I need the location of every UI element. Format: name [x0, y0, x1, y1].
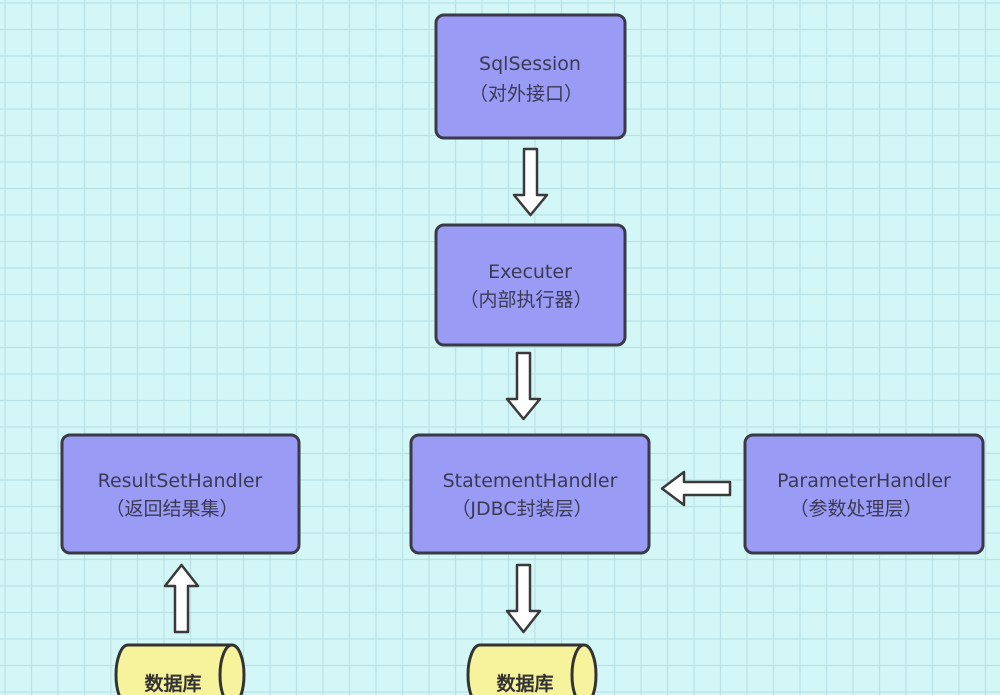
- node-subtitle: （内部执行器）: [459, 289, 592, 311]
- node-box: [434, 223, 627, 347]
- node-title: StatementHandler: [443, 470, 618, 492]
- arrow-down-icon: [512, 147, 549, 217]
- node-box: [409, 433, 651, 555]
- node-subtitle: （返回结果集）: [105, 498, 238, 520]
- node-title: Executer: [488, 261, 572, 283]
- node-title: ResultSetHandler: [98, 470, 263, 492]
- node-box: [60, 433, 301, 555]
- database-right: 数据库: [466, 643, 598, 695]
- node-title: ParameterHandler: [777, 470, 951, 492]
- database-label: 数据库: [496, 672, 553, 695]
- node-title: SqlSession: [479, 53, 581, 75]
- node-box: [434, 13, 627, 140]
- node-parameter-handler: ParameterHandler （参数处理层）: [743, 433, 985, 555]
- node-sqlsession: SqlSession （对外接口）: [434, 13, 627, 140]
- node-subtitle: （对外接口）: [469, 83, 583, 105]
- database-label: 数据库: [144, 672, 201, 695]
- arrow-up-icon: [163, 563, 200, 634]
- node-result-set-handler: ResultSetHandler （返回结果集）: [60, 433, 301, 555]
- node-executer: Executer （内部执行器）: [434, 223, 627, 347]
- node-statement-handler: StatementHandler （JDBC封装层）: [409, 433, 651, 555]
- cylinder-edge: [218, 643, 233, 695]
- database-cylinder-icon: [466, 643, 598, 695]
- database-cylinder-icon: [114, 643, 246, 695]
- database-left: 数据库: [114, 643, 246, 695]
- node-subtitle: （JDBC封装层）: [451, 498, 592, 520]
- arrow-down-icon: [505, 351, 542, 421]
- node-subtitle: （参数处理层）: [789, 498, 922, 520]
- arrow-left-icon: [660, 470, 732, 507]
- node-box: [743, 433, 985, 555]
- cylinder-edge: [570, 643, 585, 695]
- arrow-down-icon: [505, 563, 542, 634]
